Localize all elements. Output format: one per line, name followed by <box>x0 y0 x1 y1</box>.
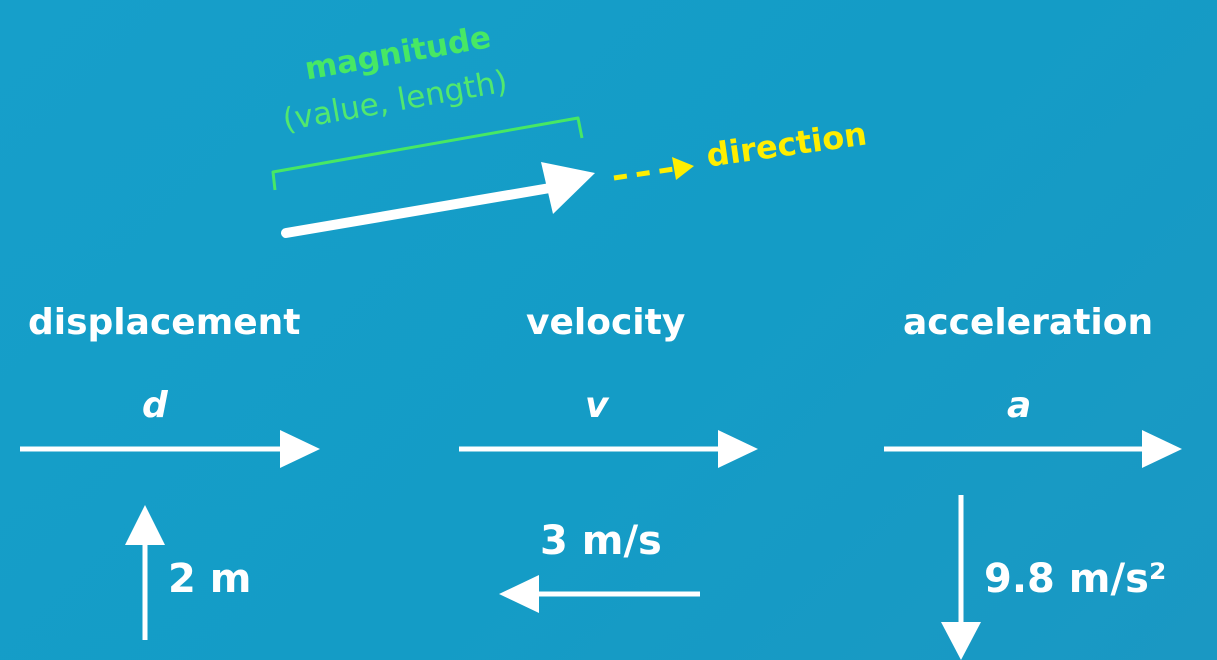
displacement-label: displacement <box>28 302 301 343</box>
acceleration-arrow <box>884 430 1182 468</box>
displacement-symbol: d <box>142 385 168 426</box>
direction-dashed-arrow <box>613 157 694 181</box>
velocity-symbol: v <box>585 385 609 426</box>
example-up-arrow <box>125 505 165 640</box>
acceleration-example-value: 9.8 m/s² <box>984 556 1167 602</box>
velocity-arrow <box>459 430 758 468</box>
displacement-example-value: 2 m <box>168 556 252 602</box>
example-down-arrow <box>941 495 981 660</box>
acceleration-label: acceleration <box>903 302 1154 343</box>
velocity-example-value: 3 m/s <box>540 518 662 564</box>
acceleration-symbol: a <box>1007 385 1032 426</box>
example-left-arrow <box>499 575 700 613</box>
main-vector-arrow <box>281 162 595 238</box>
displacement-arrow <box>20 430 320 468</box>
velocity-label: velocity <box>526 302 686 343</box>
magnitude-bracket <box>271 116 584 191</box>
